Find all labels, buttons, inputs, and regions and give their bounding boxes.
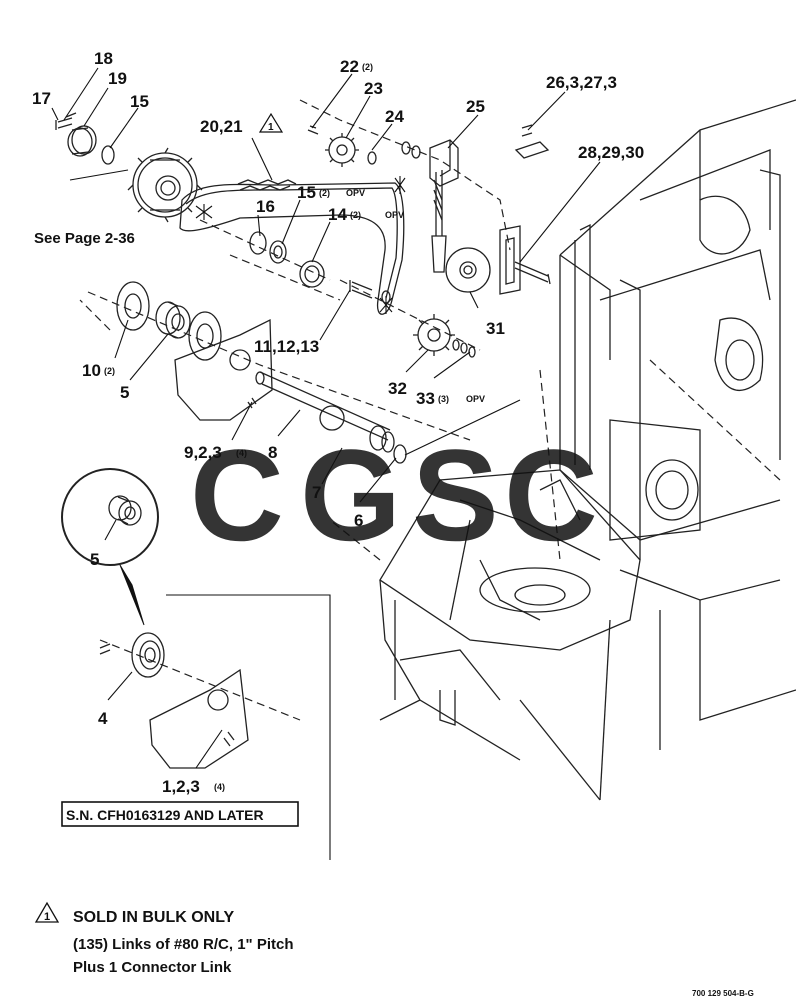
cgsc-watermark: C G S C [190,422,598,568]
label-9-2-3: 9,2,3 [184,443,222,462]
watermark-letter-g: G [300,422,401,568]
label-32: 32 [388,379,407,398]
see-page-reference: See Page 2-36 [34,230,135,247]
label-1-qty: (4) [214,782,225,792]
label-9-qty: (4) [236,448,247,458]
label-22-qty: (2) [362,62,373,72]
label-16: 16 [256,197,275,216]
serial-number-box: S.N. CFH0163129 AND LATER [61,801,299,827]
note-marker: 1 [44,911,50,923]
label-18: 18 [94,49,113,68]
label-31: 31 [486,319,505,338]
label-10-qty: (2) [104,366,115,376]
label-4: 4 [98,709,108,728]
label-33-opv-tag: OPV [466,394,485,404]
note-title: SOLD IN BULK ONLY [73,909,235,926]
label-15-opv: 15 [297,183,316,202]
label-15-qty: (2) [319,188,330,198]
label-8: 8 [268,443,277,462]
label-15-opv-tag: OPV [346,188,365,198]
note-flag: 1 [258,112,284,133]
guide-line-c [404,399,521,456]
note-flag-number: 1 [268,122,274,133]
label-25: 25 [466,97,485,116]
watermark-letter-c2: C [504,422,598,568]
watermark-letter-s: S [412,422,499,568]
label-5-detail: 5 [90,550,99,569]
label-6: 6 [354,511,363,530]
label-28-29-30: 28,29,30 [578,143,644,162]
figure-id: 700 129 504-B-G [692,989,754,998]
drive-chain [179,176,406,315]
chute-housing [329,469,641,761]
label-22: 22 [340,57,359,76]
label-15-top: 15 [130,92,149,111]
serial-number-text: S.N. CFH0163129 AND LATER [66,807,264,823]
label-19: 19 [108,69,127,88]
label-33-qty: (3) [438,394,449,404]
label-10: 10 [82,361,101,380]
label-14-opv-tag: OPV [385,210,404,220]
label-17: 17 [32,89,51,108]
note-line-2: Plus 1 Connector Link [73,959,232,976]
label-24: 24 [385,107,404,126]
label-33: 33 [416,389,435,408]
label-14: 14 [328,205,347,224]
callout-labels: 18 19 17 15 20,21 1 22 (2) 23 24 25 26,3… [32,49,644,796]
lower-sprocket [339,247,491,358]
label-20-21: 20,21 [200,117,243,136]
idler-tensioner [299,99,551,295]
shaft-assembly [87,281,471,464]
label-26-3-27-3: 26,3,27,3 [546,73,617,92]
guide-line-a [229,254,341,301]
bearing-stack [199,219,331,288]
label-5-top: 5 [120,383,129,402]
note-triangle [34,901,60,923]
label-23: 23 [364,79,383,98]
note-line-1: (135) Links of #80 R/C, 1" Pitch [73,936,294,953]
label-1-2-3: 1,2,3 [162,777,200,796]
guide-line-b [79,299,111,331]
gear-hub-assembly [55,112,203,223]
detail-inset [61,468,331,860]
bulk-note: 1 SOLD IN BULK ONLY (135) Links of #80 R… [34,901,294,976]
label-11-12-13: 11,12,13 [254,337,319,356]
machine-frame [519,99,796,801]
watermark-letter-c: C [190,422,284,568]
label-14-qty: (2) [350,210,361,220]
leader-lines [51,67,601,769]
label-7: 7 [312,483,321,502]
